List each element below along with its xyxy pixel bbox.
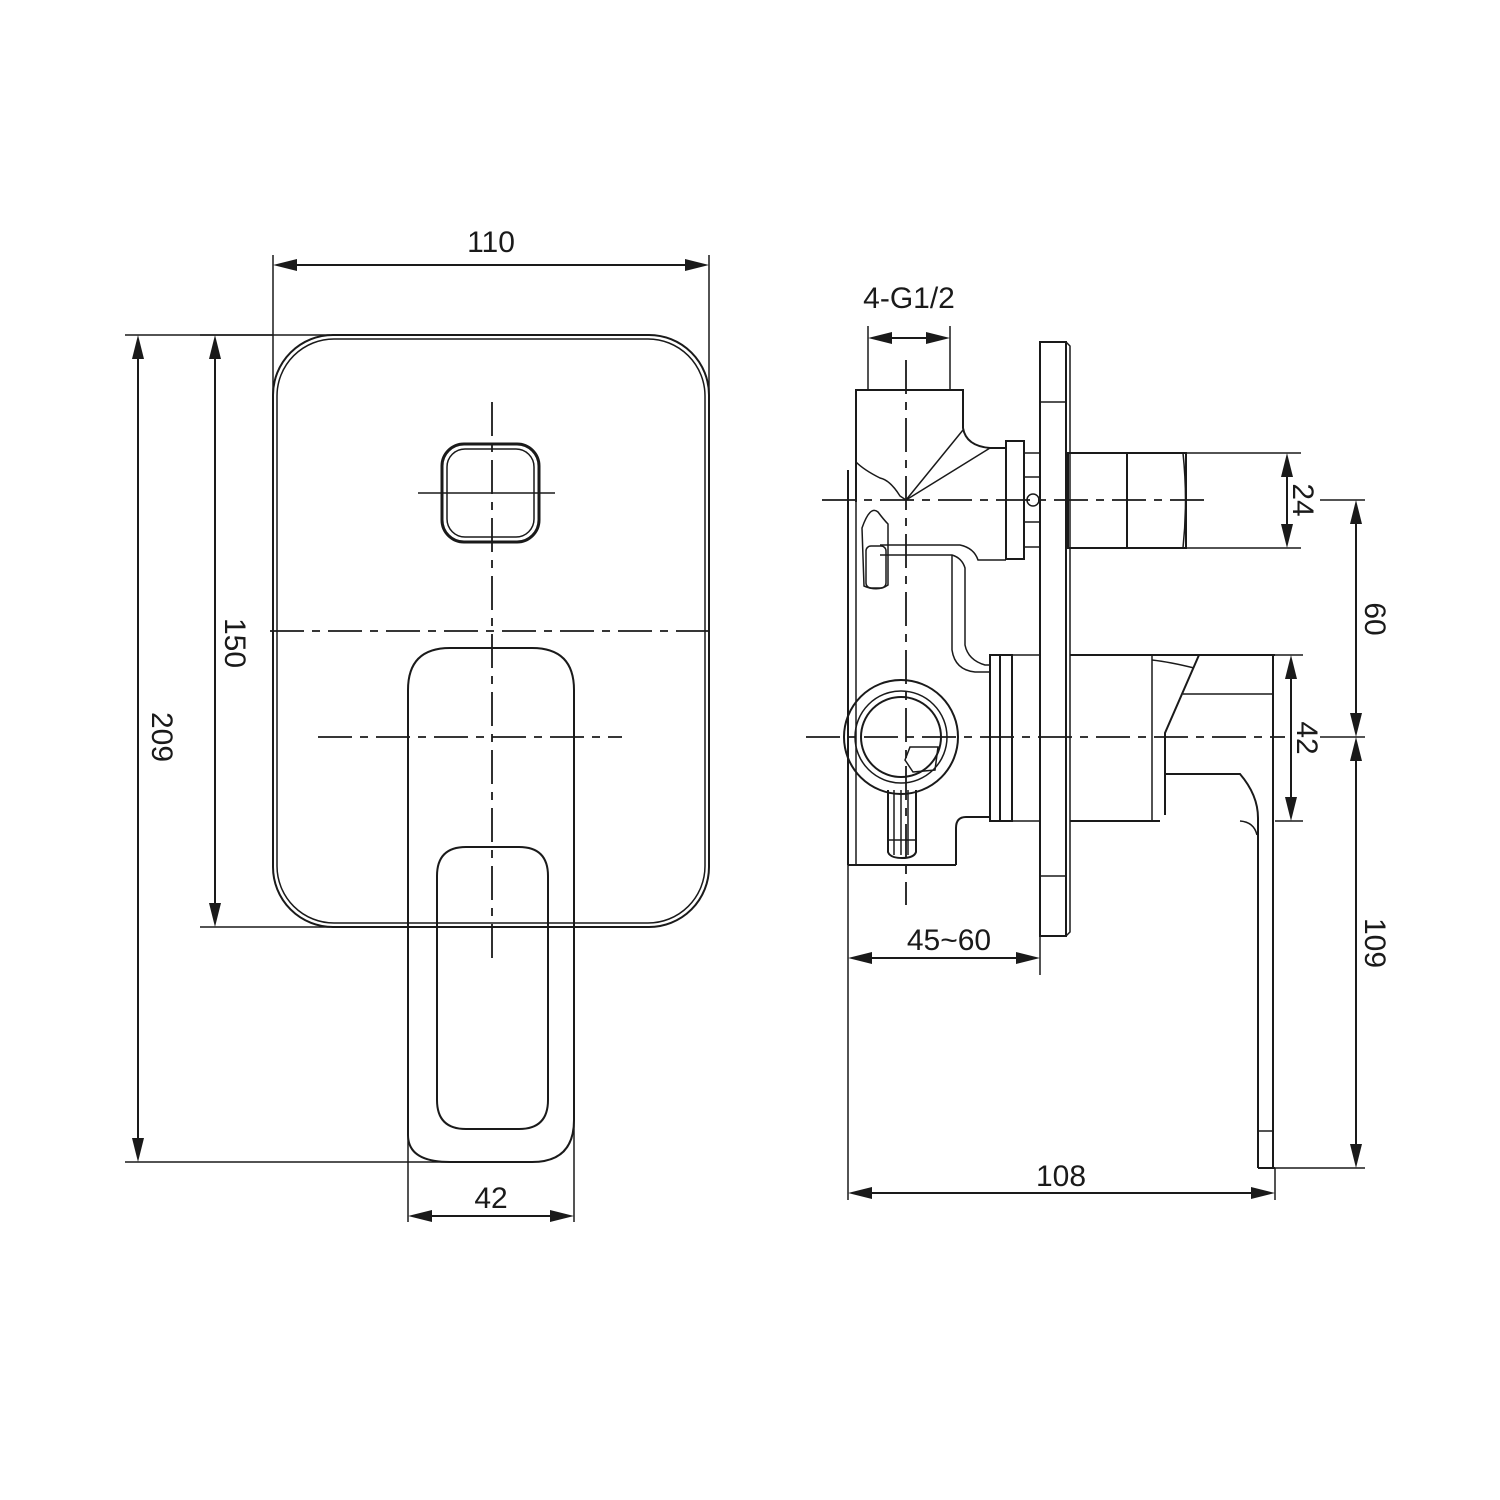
- wall-plate: [1039, 341, 1071, 937]
- dim-label-60: 60: [1358, 602, 1391, 635]
- dim-handle-drop: 109: [1275, 737, 1391, 1169]
- dim-label-g12: 4-G1/2: [863, 282, 955, 315]
- dim-label-42-side: 42: [1290, 721, 1323, 754]
- cartridge-port: [843, 679, 959, 860]
- front-centerlines: [270, 402, 715, 960]
- dim-label-110: 110: [467, 226, 515, 259]
- dim-diverter: 24: [1275, 452, 1319, 549]
- valve-body: [847, 389, 1040, 866]
- lever-handle: [407, 647, 575, 1163]
- dim-axis-spacing: 60: [1320, 499, 1391, 738]
- side-centerlines: [806, 360, 1285, 905]
- dim-handle-width: 42: [407, 1120, 575, 1222]
- dim-overall-depth: 108: [848, 1160, 1276, 1200]
- dim-label-24: 24: [1286, 483, 1319, 516]
- side-lever-handle: [1070, 654, 1275, 1169]
- dim-plate-width: 110: [272, 226, 710, 395]
- dim-connection: 4-G1/2: [863, 282, 955, 390]
- dim-wall-depth: 45~60: [847, 865, 1041, 1200]
- front-view: 110 150 209 42: [125, 226, 715, 1222]
- dim-label-45-60: 45~60: [907, 924, 991, 957]
- dim-label-150: 150: [218, 618, 251, 668]
- side-view: 4-G1/2 45~60 108 24: [806, 282, 1391, 1200]
- cartridge-flange: [989, 654, 1040, 822]
- dim-plate-height: 150: [200, 334, 330, 928]
- dim-overall-height: 209: [125, 334, 470, 1163]
- dim-label-109: 109: [1358, 918, 1391, 968]
- dim-label-209: 209: [145, 712, 178, 762]
- dim-label-42-front: 42: [474, 1182, 507, 1215]
- dim-label-108: 108: [1036, 1160, 1086, 1193]
- dim-handle-base: 42: [1275, 654, 1323, 822]
